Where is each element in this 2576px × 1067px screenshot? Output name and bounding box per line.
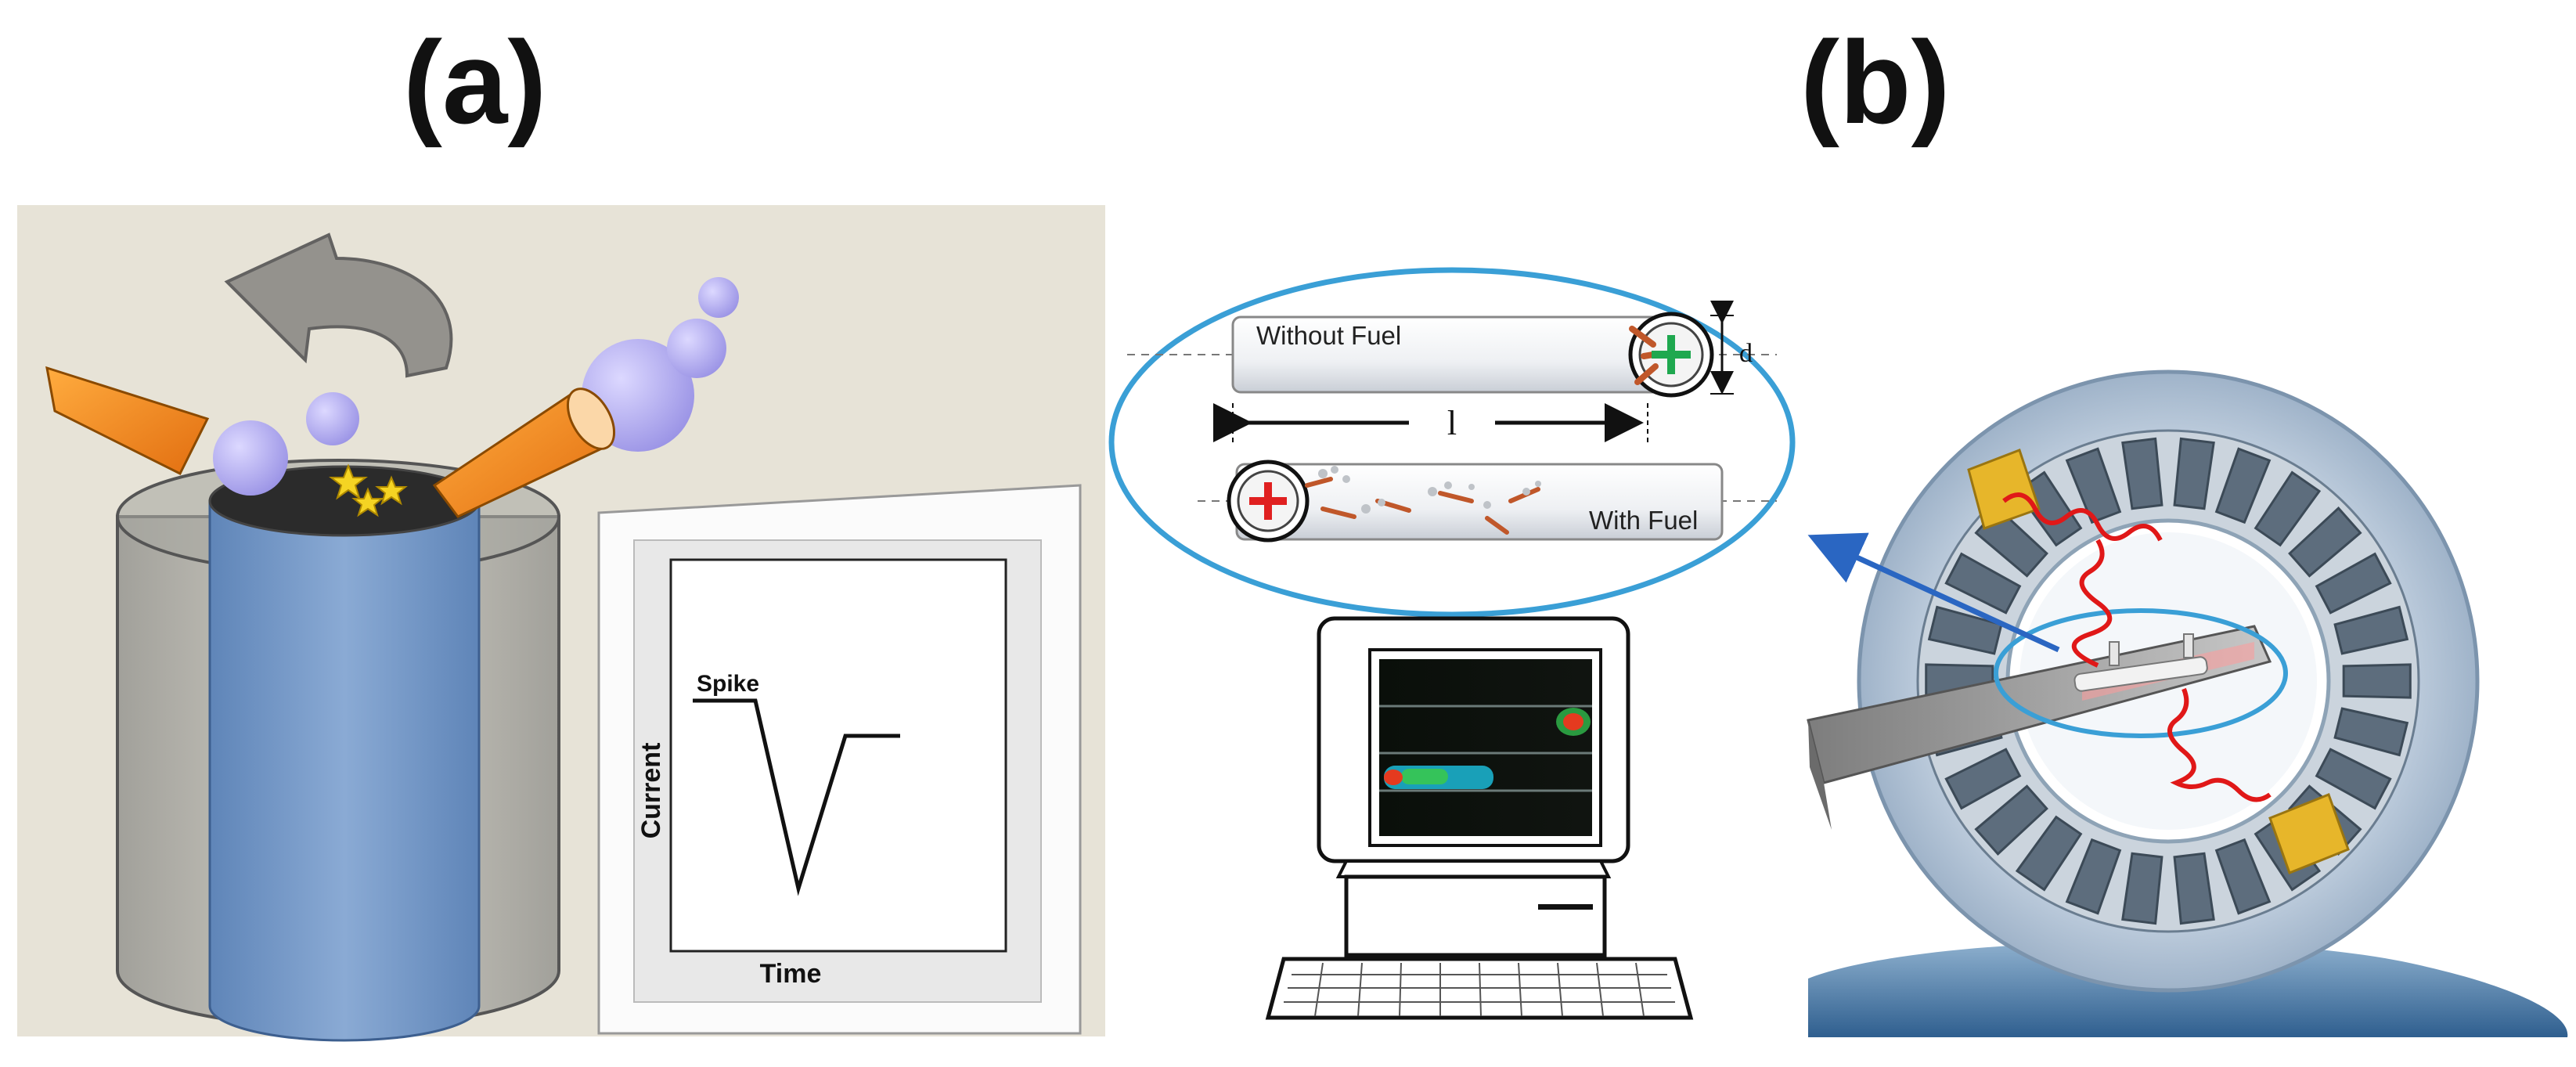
curved-arrow-icon xyxy=(224,233,453,378)
diameter-symbol: d xyxy=(1739,339,1753,368)
coil-segment xyxy=(1974,784,2048,856)
coil-segment xyxy=(2121,437,2163,510)
pole-piece-bottom xyxy=(2268,793,2350,874)
coil-segment xyxy=(2342,663,2412,699)
zoom-pointer-arrow xyxy=(1807,532,2060,653)
coil-segment xyxy=(1944,552,2022,615)
current-time-plot xyxy=(597,484,1082,1035)
star-icons xyxy=(329,463,408,517)
computer-screen xyxy=(1379,659,1592,836)
tube-with-fuel xyxy=(1198,460,1777,543)
coil-segment xyxy=(2214,447,2272,524)
laser-wave-top xyxy=(2002,492,2163,668)
panel-a: Spike Current Time xyxy=(17,205,1105,1042)
coil-segment xyxy=(2065,447,2122,524)
mri-scanner xyxy=(1807,369,2568,1037)
coil-segment xyxy=(2065,838,2122,915)
coil-segment xyxy=(1927,605,2003,655)
coil-segment xyxy=(2173,852,2215,925)
ylabel-current: Current xyxy=(636,743,666,839)
panel-label-a: (a) xyxy=(403,16,547,148)
fuel-bubbles xyxy=(1318,466,1541,514)
plus-red-icon xyxy=(1249,482,1287,520)
tube-without-fuel xyxy=(1127,301,1777,398)
coil-segment xyxy=(2333,707,2409,757)
coil-segment xyxy=(2173,437,2215,510)
keyboard-keys xyxy=(1284,962,1675,1017)
spike-label: Spike xyxy=(697,671,759,697)
spike-trace xyxy=(693,698,900,896)
coil-segment xyxy=(2315,748,2392,810)
inspection-ellipse xyxy=(1994,608,2288,738)
cone-left xyxy=(45,366,210,476)
coil-segment xyxy=(1944,748,2022,810)
coil-segment xyxy=(2214,838,2272,915)
xlabel-time: Time xyxy=(760,959,822,989)
panel-label-b: (b) xyxy=(1800,16,1951,148)
cone-right xyxy=(432,388,616,518)
coil-segment xyxy=(2315,552,2392,615)
mri-tracks xyxy=(1379,705,1592,792)
computer-icon xyxy=(1265,616,1694,1020)
plus-green-icon xyxy=(1652,335,1691,374)
length-symbol: l xyxy=(1447,404,1457,442)
coil-segment xyxy=(2333,605,2409,655)
coil-segment xyxy=(2121,852,2163,925)
tube-top-text: Without Fuel xyxy=(1256,321,1401,350)
length-arrow xyxy=(1213,403,1648,442)
fuel-bubble-trails xyxy=(1305,477,1540,535)
pole-piece-top xyxy=(1967,449,2041,530)
coil-segment xyxy=(2015,815,2083,892)
laser-wave-bottom xyxy=(2167,687,2272,802)
tube-bottom-text: With Fuel xyxy=(1589,506,1698,535)
panel-b: Without Fuel d l xyxy=(1108,267,2568,1037)
coil-segment xyxy=(2254,470,2322,547)
inner-electrode-cylinder xyxy=(208,465,481,1042)
coil-segment xyxy=(2288,506,2362,578)
